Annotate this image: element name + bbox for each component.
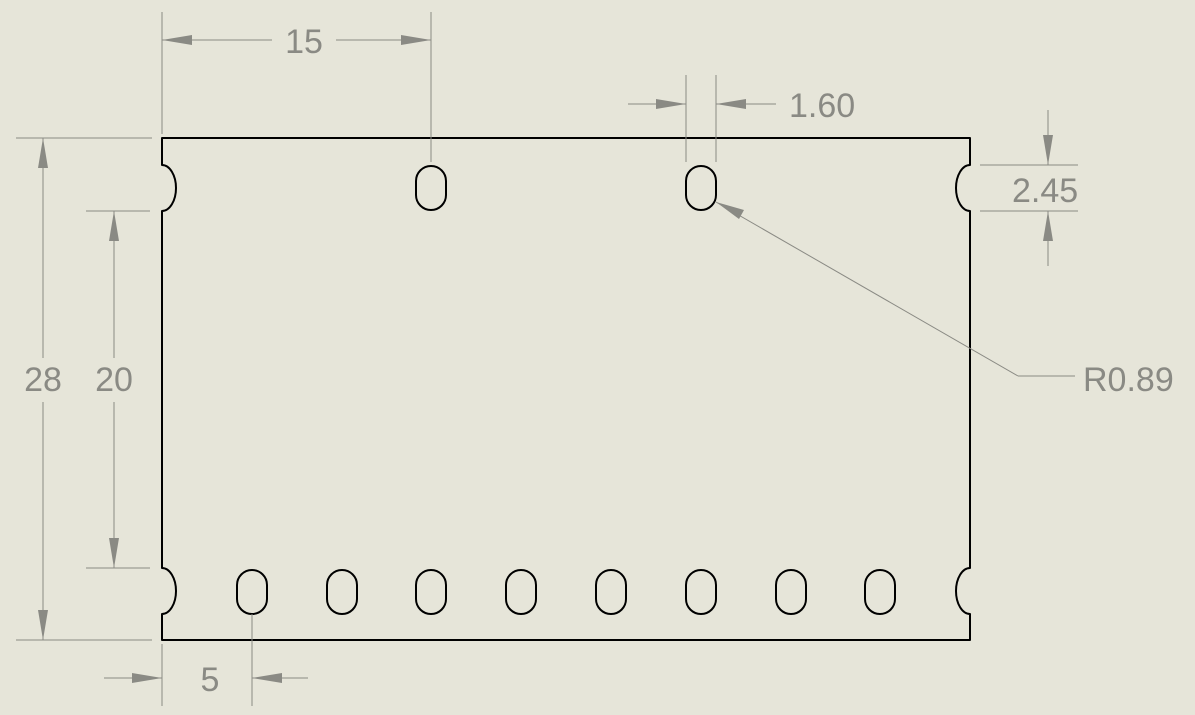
dimension-label-inner-height: 20	[95, 361, 133, 399]
dimension-slot-radius: R0.89	[715, 201, 1174, 399]
dimension-notch-height: 2.45	[980, 110, 1078, 266]
bottom-slot	[415, 569, 447, 615]
dimension-overall-height: 28	[16, 137, 152, 641]
bottom-slot	[864, 569, 896, 615]
dimension-top-spacing: 15	[161, 12, 432, 162]
dimension-label-top-spacing: 15	[285, 23, 323, 61]
bottom-slot	[775, 569, 807, 615]
bottom-slot	[505, 569, 537, 615]
dimension-label-overall-height: 28	[24, 361, 62, 399]
dimension-label-notch-height: 2.45	[1012, 172, 1078, 210]
bottom-slot	[595, 569, 627, 615]
dimension-label-slot-width: 1.60	[789, 87, 855, 125]
bottom-slot	[685, 569, 717, 615]
top-slot	[685, 165, 717, 211]
dimension-inner-height: 20	[86, 210, 150, 569]
dimension-slot-width: 1.60	[628, 75, 855, 162]
top-slot	[415, 165, 447, 211]
bottom-slot	[236, 569, 268, 615]
dimension-label-edge-offset: 5	[201, 661, 220, 699]
dimension-edge-offset: 5	[104, 614, 308, 706]
dimension-label-slot-radius: R0.89	[1083, 361, 1174, 399]
bottom-slot	[326, 569, 358, 615]
part-outline	[161, 137, 971, 641]
